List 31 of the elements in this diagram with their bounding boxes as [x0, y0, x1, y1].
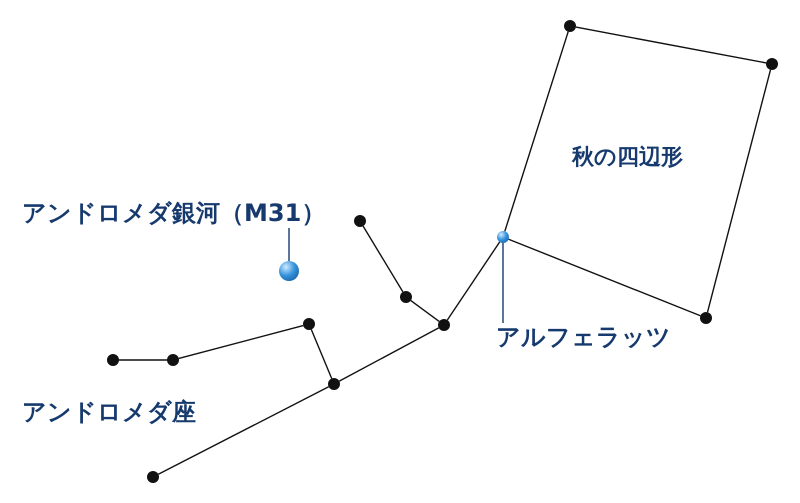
star-dot: [766, 58, 778, 70]
galaxy-dot: [279, 261, 299, 281]
constellation-line: [576, 26, 766, 64]
constellation-line: [508, 238, 701, 316]
constellation-line: [446, 242, 500, 320]
star-dot: [438, 319, 450, 331]
leader-line: [502, 243, 504, 323]
bright-star-dot: [497, 231, 509, 243]
star-dot: [354, 215, 366, 227]
constellation-line: [504, 32, 569, 232]
constellation-line: [310, 329, 332, 379]
star-dot: [167, 354, 179, 366]
constellation-line: [178, 324, 304, 360]
constellation-line: [158, 386, 329, 475]
galaxy-label: アンドロメダ銀河（M31）: [22, 199, 326, 228]
constellation-line: [338, 327, 440, 382]
star-dot: [328, 378, 340, 390]
asterism-label: 秋の四辺形: [572, 145, 683, 172]
star-dot: [564, 20, 576, 32]
star-dot: [107, 354, 119, 366]
star-dot: [303, 318, 315, 330]
star-dot: [147, 471, 159, 483]
star-name-label: アルフェラッツ: [496, 323, 671, 352]
constellation-label: アンドロメダ座: [22, 398, 196, 427]
star-dot: [400, 291, 412, 303]
constellation-line: [706, 70, 772, 312]
star-dot: [700, 312, 712, 324]
constellation-line: [362, 226, 404, 292]
constellation-line: [410, 300, 440, 322]
constellation-line: [119, 359, 167, 361]
leader-line: [288, 228, 290, 261]
